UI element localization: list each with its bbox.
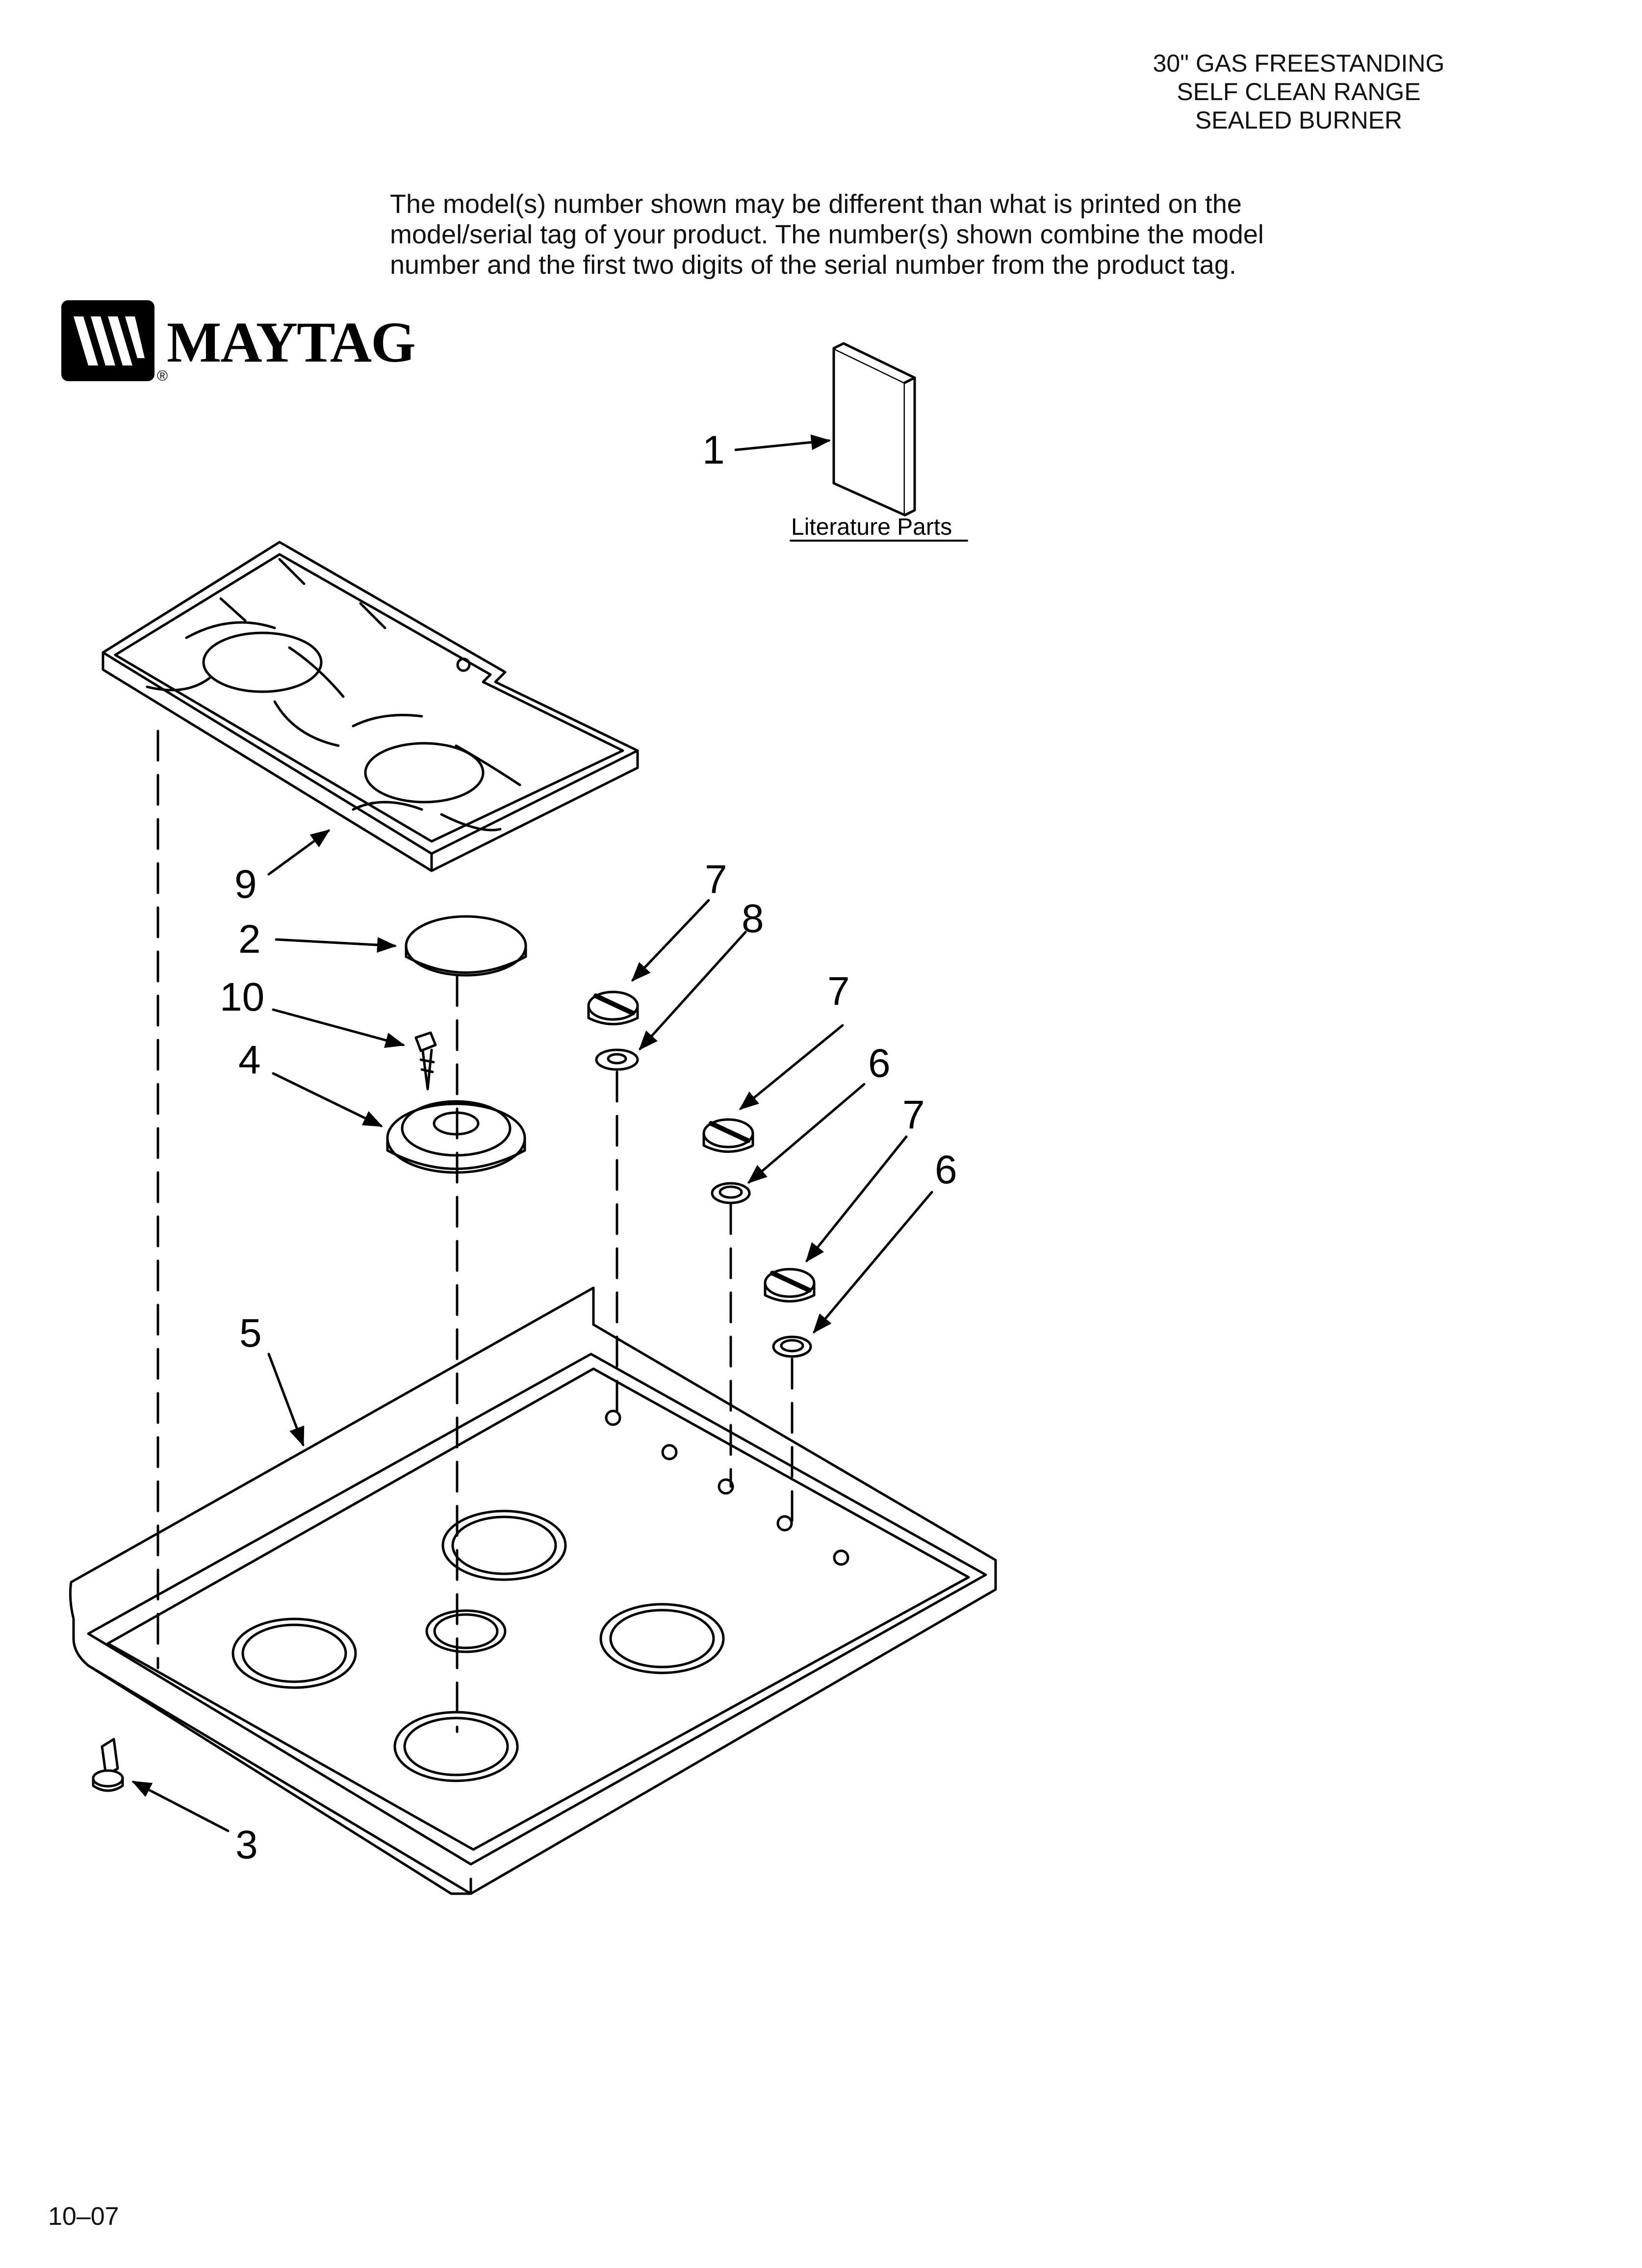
control-knob-2 <box>702 1118 754 1153</box>
callout-2: 2 <box>238 917 261 962</box>
callout-6a: 6 <box>868 1041 891 1086</box>
maytag-logo: MAYTAG ® <box>59 294 416 388</box>
knob-bezel-8 <box>595 1048 639 1071</box>
literature-parts-label: Literature Parts <box>791 514 952 540</box>
callout-10: 10 <box>220 975 264 1019</box>
callout-9: 9 <box>234 862 257 907</box>
knob-bezel-6b <box>772 1335 812 1358</box>
callout-1: 1 <box>702 428 725 472</box>
knob-bezel-6a <box>711 1182 751 1204</box>
brand-name: MAYTAG <box>167 310 416 374</box>
title-block: 30" GAS FREESTANDING SELF CLEAN RANGE SE… <box>1078 49 1519 134</box>
model-notice: The model(s) number shown may be differe… <box>390 189 1371 280</box>
leveling-leg <box>92 1738 124 1792</box>
maytag-logo-icon <box>61 300 154 381</box>
control-knob-3 <box>764 1268 816 1303</box>
alignment-lines <box>156 730 794 1733</box>
callout-8: 8 <box>742 896 764 941</box>
control-knob-1 <box>587 991 639 1025</box>
title-line-2: SELF CLEAN RANGE <box>1177 78 1421 105</box>
callout-7a: 7 <box>705 857 727 902</box>
notice-line-3: number and the first two digits of the s… <box>390 250 1236 280</box>
callout-7c: 7 <box>902 1093 925 1137</box>
screw <box>414 1031 437 1091</box>
burner-cap <box>405 915 527 977</box>
registered-mark: ® <box>157 368 168 384</box>
notice-line-1: The model(s) number shown may be differe… <box>390 189 1242 219</box>
title-line-3: SEALED BURNER <box>1195 106 1403 134</box>
callout-4: 4 <box>238 1038 261 1082</box>
literature-booklet <box>790 342 968 542</box>
callout-7b: 7 <box>827 969 850 1014</box>
cooktop <box>69 1286 997 1895</box>
burner-grate <box>102 541 639 872</box>
revision-date: 10–07 <box>48 2202 119 2231</box>
leader-lines <box>131 434 933 1832</box>
notice-line-2: model/serial tag of your product. The nu… <box>390 220 1264 249</box>
callout-3: 3 <box>235 1823 258 1867</box>
callout-5: 5 <box>239 1311 262 1356</box>
callout-6b: 6 <box>935 1147 957 1192</box>
title-line-1: 30" GAS FREESTANDING <box>1153 50 1445 77</box>
